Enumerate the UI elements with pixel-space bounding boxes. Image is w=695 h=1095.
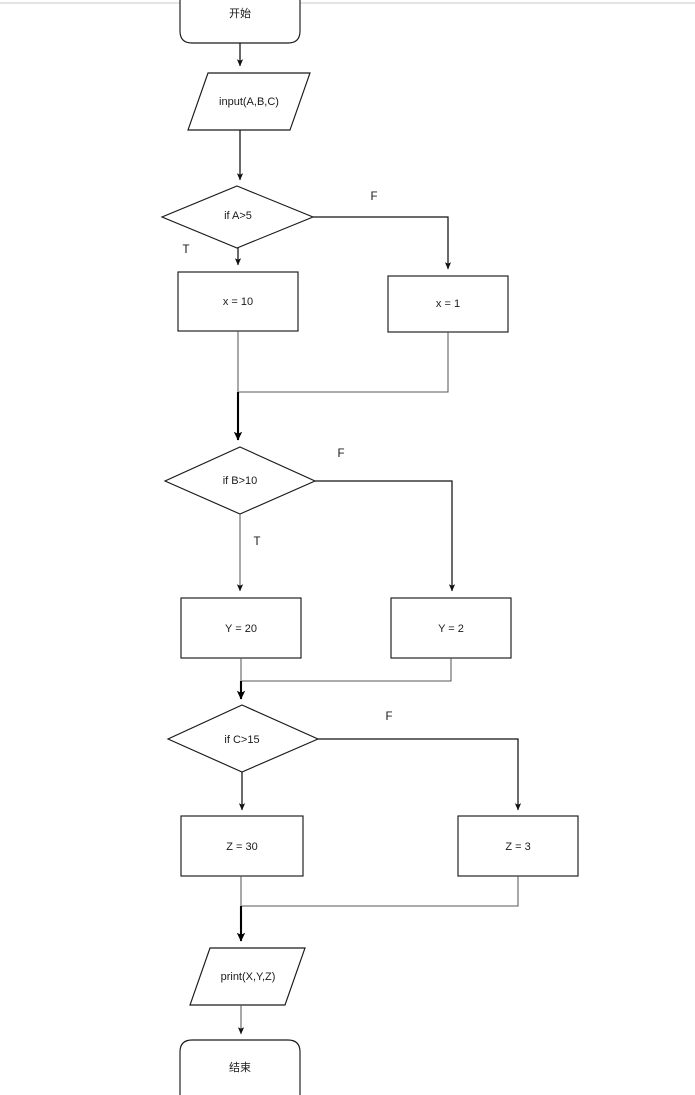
x-false-label: x = 1 xyxy=(436,298,460,310)
node-y-true: Y = 20 xyxy=(180,597,302,659)
node-x-true: x = 10 xyxy=(177,271,299,332)
branch-label-a-false: F xyxy=(370,191,377,203)
node-y-false: Y = 2 xyxy=(390,597,512,659)
node-end: 结束 xyxy=(179,1039,301,1095)
end-label: 结束 xyxy=(229,1061,251,1074)
edge-x-false-merge xyxy=(239,332,449,393)
start-terminator-shape xyxy=(179,0,301,44)
x-true-box-shape xyxy=(177,271,299,332)
z-true-label: Z = 30 xyxy=(226,841,258,853)
decision-b-label: if B>10 xyxy=(223,475,258,487)
node-decision-a: if A>5 xyxy=(160,185,315,249)
edge-y-false-merge xyxy=(242,658,452,682)
node-input: input(A,B,C) xyxy=(187,72,311,131)
start-label: 开始 xyxy=(229,6,251,20)
input-label: input(A,B,C) xyxy=(219,96,279,108)
edge-z-false-merge xyxy=(242,876,519,907)
decision-c-label: if C>15 xyxy=(224,734,259,746)
end-terminator-shape xyxy=(179,1039,301,1095)
edge-decision-c-false xyxy=(318,738,522,811)
decision-a-diamond-shape xyxy=(160,185,315,249)
output-label: print(X,Y,Z) xyxy=(221,971,276,983)
branch-label-b-false: F xyxy=(337,448,344,460)
z-false-label: Z = 3 xyxy=(505,841,530,853)
edge-decision-b-false xyxy=(315,480,456,592)
z-true-box-shape xyxy=(180,815,304,877)
node-decision-c: if C>15 xyxy=(166,704,320,773)
node-x-false: x = 1 xyxy=(387,275,509,333)
node-decision-b: if B>10 xyxy=(163,446,317,515)
y-true-label: Y = 20 xyxy=(225,623,257,635)
edge-decision-a-false xyxy=(313,216,452,270)
output-parallelogram-shape xyxy=(189,947,306,1006)
x-true-label: x = 10 xyxy=(223,296,253,308)
x-false-box-shape xyxy=(387,275,509,333)
y-false-label: Y = 2 xyxy=(438,623,464,635)
input-parallelogram-shape xyxy=(187,72,311,131)
z-false-box-shape xyxy=(457,815,579,877)
y-true-box-shape xyxy=(180,597,302,659)
branch-label-a-true: T xyxy=(182,244,189,256)
branch-label-c-false: F xyxy=(385,711,392,723)
decision-a-label: if A>5 xyxy=(224,210,252,222)
node-start: 开始 xyxy=(179,0,301,44)
branch-label-b-true: T xyxy=(253,536,260,548)
y-false-box-shape xyxy=(390,597,512,659)
node-z-false: Z = 3 xyxy=(457,815,579,877)
node-output: print(X,Y,Z) xyxy=(189,947,306,1006)
node-z-true: Z = 30 xyxy=(180,815,304,877)
